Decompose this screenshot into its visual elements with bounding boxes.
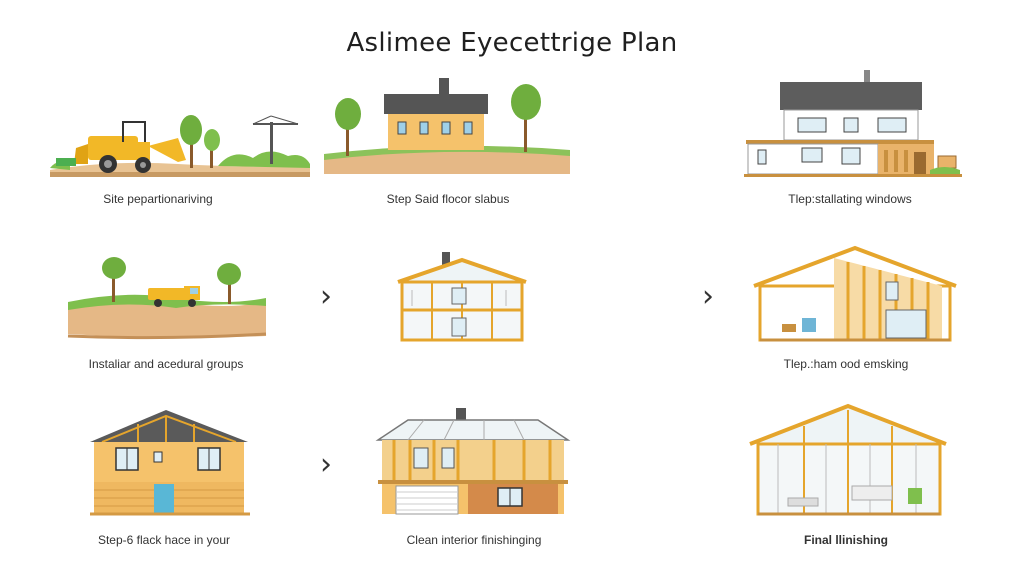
step-4-caption: Instaliar and acedural groups [88,357,244,371]
step-7-caption: Clean interior finishinging [406,533,542,547]
step-arrow-2: › [702,279,714,314]
interior-finishing-illustration [375,408,571,515]
step-3-caption: Tlep:stallating windows [788,192,912,206]
roof-brick-illustration [90,410,250,516]
step-2-caption: Step Said flocor slabus [386,192,510,206]
final-finishing-illustration [749,403,947,516]
page-title: Aslimee Eyecettrige Plan [346,28,678,58]
groundwork-illustration [67,257,267,340]
wood-framing-illustration [753,245,957,342]
framing-glass-illustration [397,252,527,342]
floor-slab-illustration [324,78,570,174]
step-6-caption: Step-6 flack hace in your [97,533,231,547]
step-arrow-1: › [320,279,332,314]
site-preparation-illustration [50,115,310,177]
step-arrow-3: › [320,447,332,482]
windows-installation-illustration [744,70,962,177]
step-8-caption: Final llinishing [804,533,888,547]
step-5-caption: Tlep.:ham ood emsking [783,357,909,371]
step-1-caption: Site pepartionariving [103,192,213,206]
